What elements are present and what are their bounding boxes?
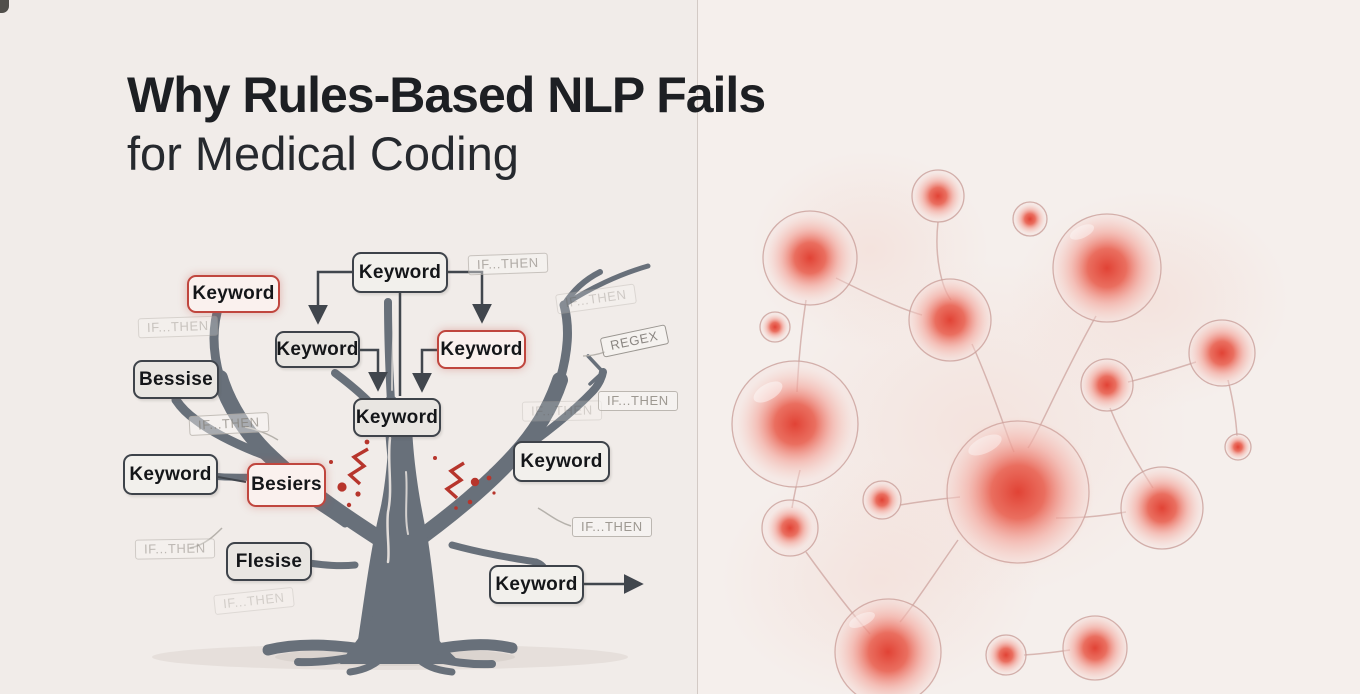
if-then-tag: IF...THEN — [134, 538, 215, 560]
blob-highlights — [753, 224, 1095, 629]
blob-cores — [737, 172, 1255, 694]
keyword-box-top: Keyword — [352, 252, 448, 293]
besiers-box: Besiers — [247, 463, 326, 507]
if-then-tag: IF...THEN — [572, 517, 652, 537]
if-then-tag: IF...THEN — [521, 400, 602, 422]
if-then-tag: IF...THEN — [598, 391, 678, 411]
title-line-1: Why Rules-Based NLP Fails — [127, 67, 766, 123]
tag-connectors — [189, 351, 606, 549]
keyword-box-lower-left: Keyword — [123, 454, 218, 495]
if-then-tag: IF...THEN — [188, 411, 270, 437]
damage-marks — [321, 439, 496, 510]
keyword-box-mid-right: Keyword — [437, 330, 526, 369]
keyword-box-center: Keyword — [353, 398, 441, 437]
trunk-cracks — [386, 305, 409, 564]
bessise-box: Bessise — [133, 360, 219, 399]
panel-divider — [697, 0, 698, 694]
tree-roots — [262, 639, 518, 676]
keyword-box-mid-left: Keyword — [275, 331, 360, 368]
title-line-2: for Medical Coding — [127, 127, 519, 180]
if-then-tag: IF...THEN — [137, 315, 219, 339]
corner-mark — [0, 0, 9, 13]
flesise-box: Flesise — [226, 542, 312, 581]
keyword-box-right: Keyword — [513, 441, 610, 482]
flow-arrows — [217, 270, 644, 594]
page-title: Why Rules-Based NLP Fails for Medical Co… — [127, 64, 766, 182]
if-then-tag: IF...THEN — [467, 252, 549, 276]
keyword-box-upper-left: Keyword — [187, 275, 280, 313]
keyword-box-bottom-right: Keyword — [489, 565, 584, 604]
